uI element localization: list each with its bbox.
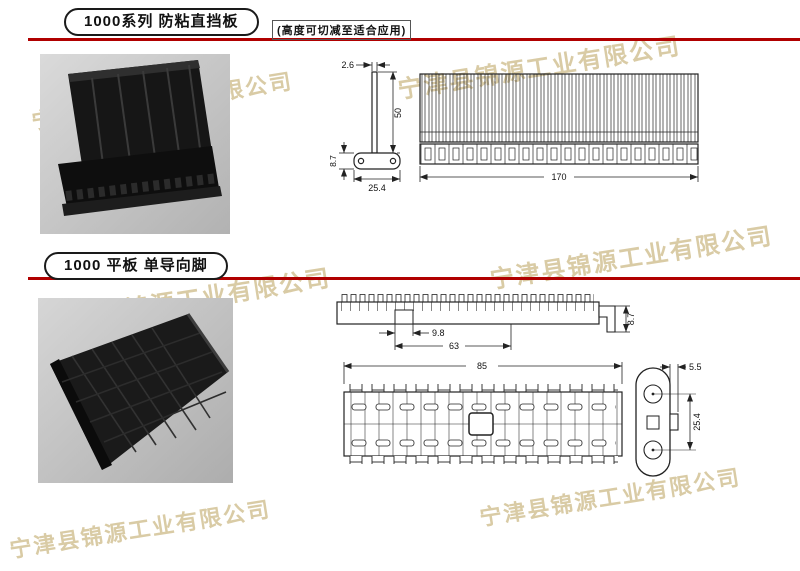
section1-title: 1000系列 防粘直挡板 <box>64 8 259 36</box>
dim-hole-spacing-label: 25.4 <box>692 413 702 431</box>
plate-edge-outline <box>336 294 616 333</box>
drawing-plate-plan-view: 85 <box>343 361 623 464</box>
flat-plate-product <box>50 313 230 470</box>
section-divider <box>28 277 800 280</box>
dim-top-thickness-label: 2.6 <box>341 60 354 70</box>
dim-opening-width-label: 63 <box>449 341 459 351</box>
section2-title: 1000 平板 单导向脚 <box>44 252 228 280</box>
dim-overall-width-label: 170 <box>551 172 566 182</box>
dim-base-width-label: 25.4 <box>368 183 386 193</box>
dim-base-height-label: 8.7 <box>330 155 338 167</box>
product-photo-baffle <box>40 54 230 234</box>
plate-plan-outline <box>343 384 623 464</box>
drawing-baffle-side-view: 2.6 50 8.7 25.4 <box>330 60 403 193</box>
dimension-lines <box>379 305 630 350</box>
watermark-text: 宁津县锦源工业有限公司 <box>488 222 775 295</box>
baffle-comb-outline <box>419 73 699 165</box>
section1-note: (高度可切减至适合应用) <box>272 20 412 40</box>
dimension-lines <box>653 364 696 451</box>
drawing-baffle-front-view: 170 <box>419 73 699 182</box>
drawing-guide-foot-side-view: 5.5 25.4 <box>635 362 702 477</box>
product-photo-flat-plate <box>38 298 233 483</box>
dimension-lines <box>343 362 623 384</box>
dimension-lines <box>419 166 699 182</box>
dim-height-label: 50 <box>393 108 403 118</box>
dimension-lines <box>339 62 401 182</box>
watermark-text: 宁津县锦源工业有限公司 <box>7 496 273 563</box>
dim-overall-width-label: 85 <box>477 361 487 371</box>
baffle-product <box>58 60 222 216</box>
dim-foot-thickness-label: 5.5 <box>689 362 702 372</box>
section-divider <box>28 38 800 41</box>
dim-thickness-label: 8.7 <box>626 313 636 326</box>
drawing-plate-edge-view: 8.7 9.8 63 <box>336 294 636 351</box>
baffle-profile-outline <box>353 71 401 170</box>
dim-pitch-label: 9.8 <box>432 328 445 338</box>
guide-foot-outline <box>635 367 679 477</box>
